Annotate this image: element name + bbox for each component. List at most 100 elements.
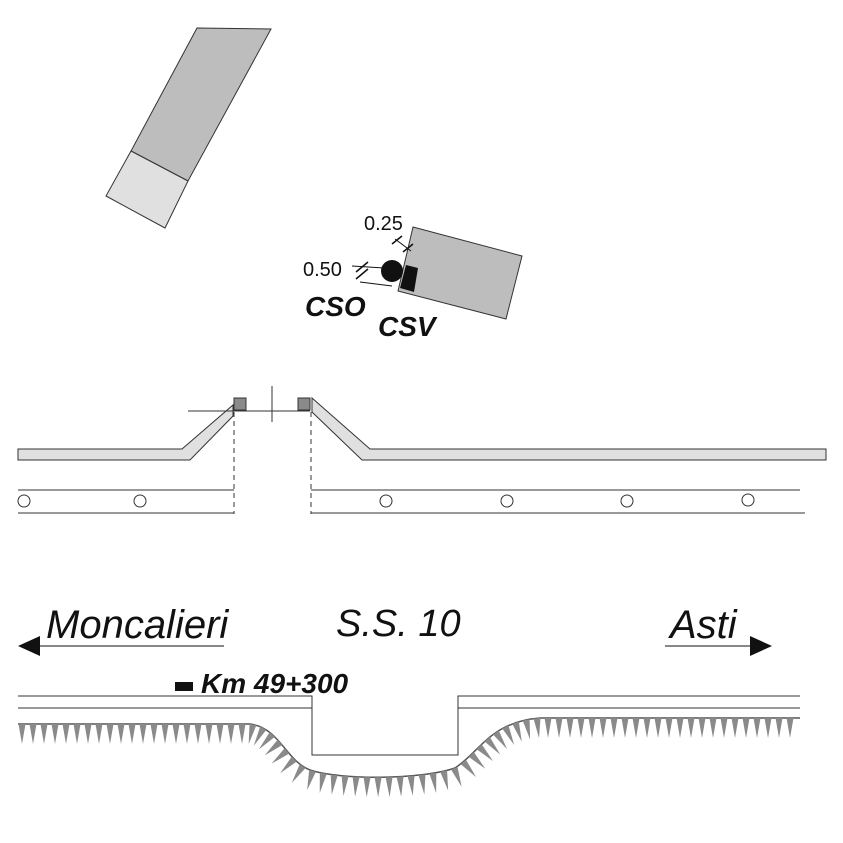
embankment-hatch-mark — [341, 775, 349, 796]
embankment-hatch-mark — [502, 725, 515, 745]
embankment-hatch-mark — [493, 730, 508, 750]
edge-band-left — [17, 403, 234, 461]
embankment-hatch-mark — [643, 718, 651, 738]
right-destination: Asti — [668, 603, 738, 647]
arrow-right-icon — [750, 636, 772, 656]
km-marker: Km 49+300 — [175, 668, 349, 699]
embankment-hatch-mark — [440, 770, 449, 791]
cso-label: CSO — [305, 291, 366, 322]
embankment-hatch-mark — [533, 717, 541, 739]
embankment-hatch-mark — [374, 777, 382, 798]
embankment-hatch-mark — [18, 724, 26, 744]
embankment-hatch-mark — [654, 718, 662, 738]
embankment-hatch-mark — [139, 724, 147, 744]
embankment-hatch-mark — [687, 718, 695, 738]
embankment-hatch-mark — [258, 732, 275, 750]
embankment-hatch-mark — [544, 718, 552, 738]
embankment-hatch-mark — [363, 777, 371, 798]
arrow-left-icon — [18, 636, 40, 656]
bollard-icon — [379, 494, 393, 508]
embankment-hatch-mark — [95, 724, 103, 744]
embankment-hatch-mark — [476, 744, 494, 762]
embankment-hatch-mark — [291, 764, 306, 783]
road-edge-line-1 — [18, 695, 800, 756]
sidewalk-section — [17, 489, 805, 514]
equipment-cabinet-group: 0.25 0.50 CSO CSV — [303, 213, 523, 342]
embankment-curve — [18, 717, 800, 779]
bollard-icon — [500, 494, 514, 508]
building-light-part — [105, 150, 189, 229]
embankment-hatch-mark — [588, 718, 596, 738]
edge-band-right — [311, 396, 827, 461]
dimension-label-top: 0.25 — [364, 213, 403, 235]
csv-device — [400, 265, 418, 292]
embankment-hatch-mark — [429, 772, 437, 793]
embankment-hatch-mark — [117, 724, 125, 744]
cso-sensor-icon — [381, 260, 403, 282]
embankment-hatch-mark — [698, 718, 706, 738]
embankment-hatch-mark — [709, 718, 717, 738]
embankment-hatch-mark — [451, 766, 462, 787]
embankment-hatch-mark — [577, 718, 585, 738]
embankment-hatch-mark — [205, 724, 213, 744]
embankment-hatch-mark — [150, 724, 158, 744]
embankment-hatch-mark — [248, 723, 257, 745]
embankment-hatch-mark — [775, 718, 783, 738]
dimension-label-left: 0.50 — [303, 259, 342, 281]
embankment-hatch-mark — [676, 718, 684, 738]
dim-line-left-ext — [359, 281, 393, 287]
road-lower-section — [18, 695, 800, 798]
embankment-hatch-mark — [62, 724, 70, 744]
embankment-hatch-mark — [73, 724, 81, 744]
embankment-hatch-mark — [161, 724, 169, 744]
embankment-hatch-mark — [319, 772, 327, 793]
left-destination: Moncalieri — [46, 603, 229, 647]
dim-line-top — [394, 238, 412, 252]
embankment-hatch-mark — [396, 776, 404, 797]
embankment-hatch-mark — [51, 724, 59, 744]
embankment-hatch-mark — [330, 774, 338, 795]
embankment-hatch-mark — [128, 724, 136, 744]
embankment-hatch-mark — [460, 759, 477, 778]
km-marker-label: Km 49+300 — [201, 668, 349, 699]
building-dark-part — [130, 27, 272, 182]
embankment-hatch-mark — [227, 724, 235, 744]
building-upper-left — [105, 27, 272, 229]
embankment-hatch-mark — [468, 752, 486, 769]
embankment-hatch-mark — [610, 718, 618, 738]
embankment-hatch-mark — [29, 724, 37, 744]
embankment-hatch-mark — [731, 718, 739, 738]
bollard-icon — [17, 494, 31, 508]
embankment-hatch-mark — [172, 724, 180, 744]
road-name: S.S. 10 — [336, 603, 461, 645]
bollard-icon — [133, 494, 147, 508]
embankment-hatch-mark — [385, 776, 393, 798]
equipment-cabinet — [397, 226, 523, 320]
embankment-hatch-mark — [40, 724, 48, 744]
embankment-hatch-mark — [484, 737, 501, 755]
road-edge-section — [17, 386, 827, 514]
embankment-hatch-mark — [632, 718, 640, 738]
embankment-hatch-mark — [720, 718, 728, 738]
gate-post-left — [233, 397, 247, 411]
embankment-hatch-mark — [599, 718, 607, 738]
embankment-hatch-mark — [786, 718, 794, 738]
embankment-hatch-mark — [307, 769, 316, 791]
gate-post-right — [297, 397, 311, 411]
embankment-hatch-mark — [271, 748, 290, 764]
embankment-hatch-mark — [764, 718, 772, 738]
embankment-hatch-mark — [753, 718, 761, 738]
dim-tick-left-1 — [355, 261, 369, 273]
embankment-hatch-mark — [253, 726, 267, 746]
km-marker-icon — [175, 682, 193, 691]
embankment-hatch-mark — [566, 718, 574, 738]
embankment-hatch-mark — [522, 719, 531, 740]
embankment-hatch-mark — [352, 776, 360, 797]
bollard-icon — [741, 493, 755, 507]
dim-tick-left-2 — [355, 268, 369, 280]
embankment-hatch-mark — [264, 739, 283, 756]
direction-labels: Moncalieri S.S. 10 Asti — [18, 603, 772, 656]
embankment-hatch-mark — [742, 718, 750, 738]
csv-label: CSV — [378, 311, 438, 342]
embankment-hatch-mark — [106, 724, 114, 744]
